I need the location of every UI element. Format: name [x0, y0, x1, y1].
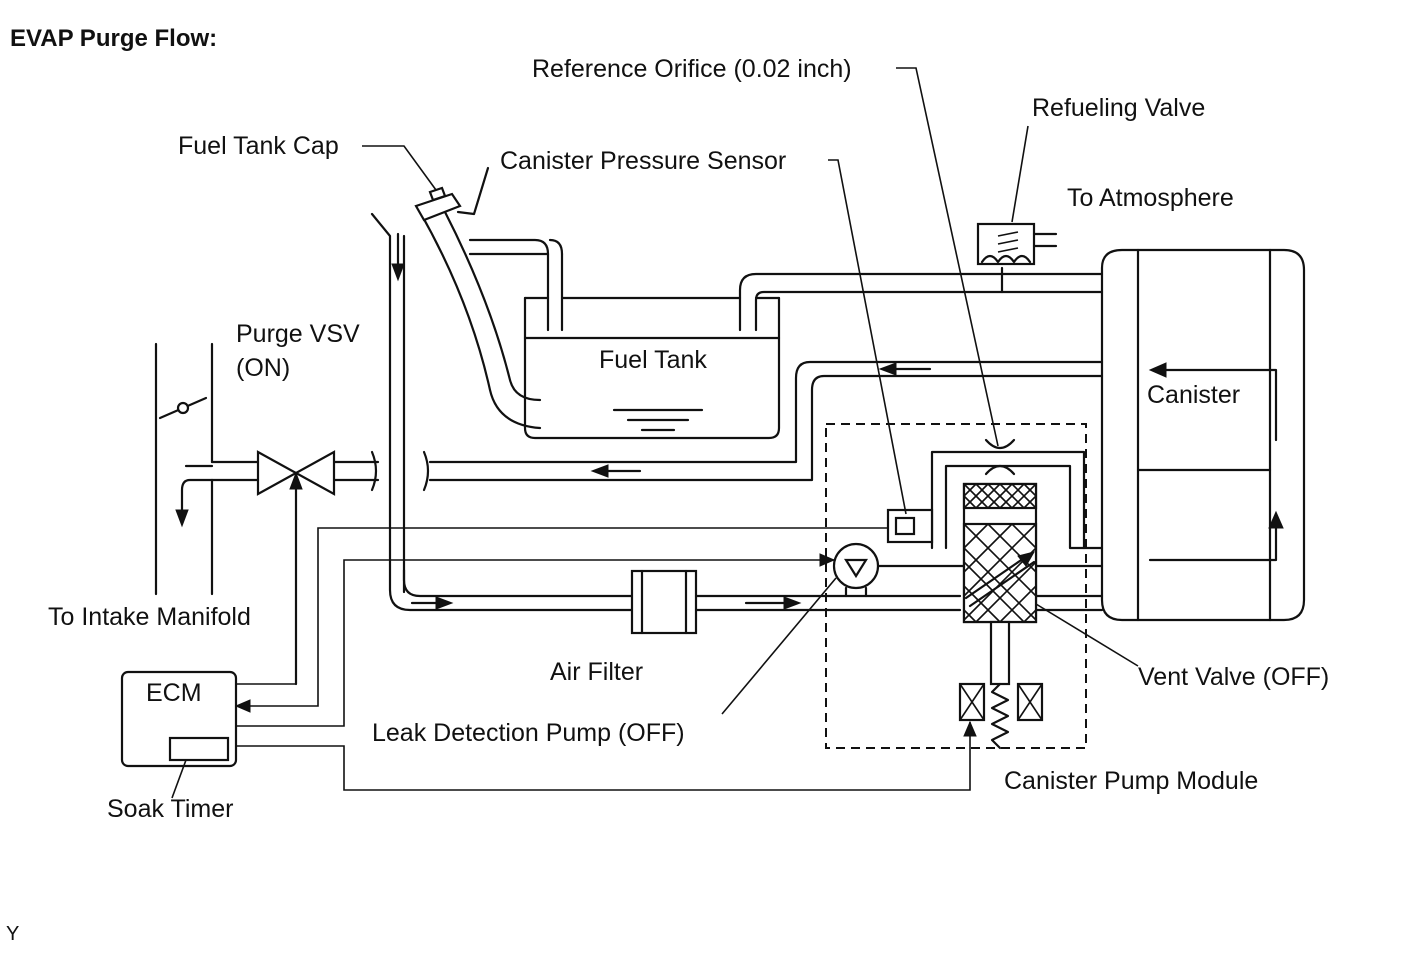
- intake-manifold: [154, 342, 214, 596]
- reference-orifice-label: Reference Orifice (0.02 inch): [532, 55, 852, 83]
- pump-module-internals: [832, 438, 1104, 750]
- canister-pressure-sensor-label: Canister Pressure Sensor: [500, 147, 786, 175]
- ecm-to-vent-valve-wire: [236, 722, 971, 791]
- leak-detection-pump-label: Leak Detection Pump (OFF): [372, 719, 685, 747]
- ecm: [120, 527, 977, 799]
- purge-line-pipe: [330, 360, 1104, 492]
- refueling-valve-label: Refueling Valve: [1032, 94, 1205, 122]
- reference-orifice-leader: [896, 67, 999, 447]
- fresh-air-inlet-pipe: [370, 212, 634, 612]
- to-intake-manifold-label: To Intake Manifold: [48, 603, 251, 631]
- vent-valve-leader: [1035, 603, 1139, 667]
- fuel-tank-cap-leader: [362, 145, 437, 191]
- fuel-tank-cap: [414, 166, 490, 222]
- air-filter-label: Air Filter: [550, 658, 643, 686]
- canister-pressure-sensor-leader: [828, 159, 907, 515]
- fuel-tank-cap-label: Fuel Tank Cap: [178, 132, 339, 160]
- fuel-tank-label: Fuel Tank: [599, 346, 707, 374]
- ecm-to-pressure-sensor-wire: [236, 527, 888, 707]
- soak-timer-leader: [171, 759, 187, 799]
- vent-valve-label: Vent Valve (OFF): [1138, 663, 1329, 691]
- canister-flow-top-arrow: [1154, 368, 1278, 442]
- diagram-title: EVAP Purge Flow:: [10, 25, 217, 52]
- canister-label: Canister: [1147, 381, 1240, 409]
- canister: [1100, 248, 1306, 622]
- corner-mark: Y: [6, 923, 19, 945]
- refueling-valve: [976, 222, 1058, 266]
- canister-pump-module-boundary: [825, 423, 1087, 749]
- leak-detection-pump-leader: [721, 577, 837, 715]
- to-atmosphere-label: To Atmosphere: [1067, 184, 1234, 212]
- ecm-to-leak-pump-wire: [236, 559, 834, 727]
- soak-timer-label: Soak Timer: [107, 795, 233, 823]
- air-filter: [630, 569, 962, 635]
- refueling-valve-leader: [1011, 125, 1029, 223]
- purge-vsv-label-line1: Purge VSV: [236, 320, 360, 348]
- tank-to-canister-pipe: [738, 266, 1104, 332]
- ecm-label: ECM: [146, 679, 202, 707]
- canister-atmosphere-pipe: [1034, 594, 1104, 612]
- purge-vsv-label-line2: (ON): [236, 354, 290, 382]
- fuel-tank: [418, 210, 781, 440]
- canister-pump-module-label: Canister Pump Module: [1004, 767, 1258, 795]
- purge-vsv: [175, 450, 336, 686]
- canister-flow-bottom-arrow: [1148, 518, 1278, 562]
